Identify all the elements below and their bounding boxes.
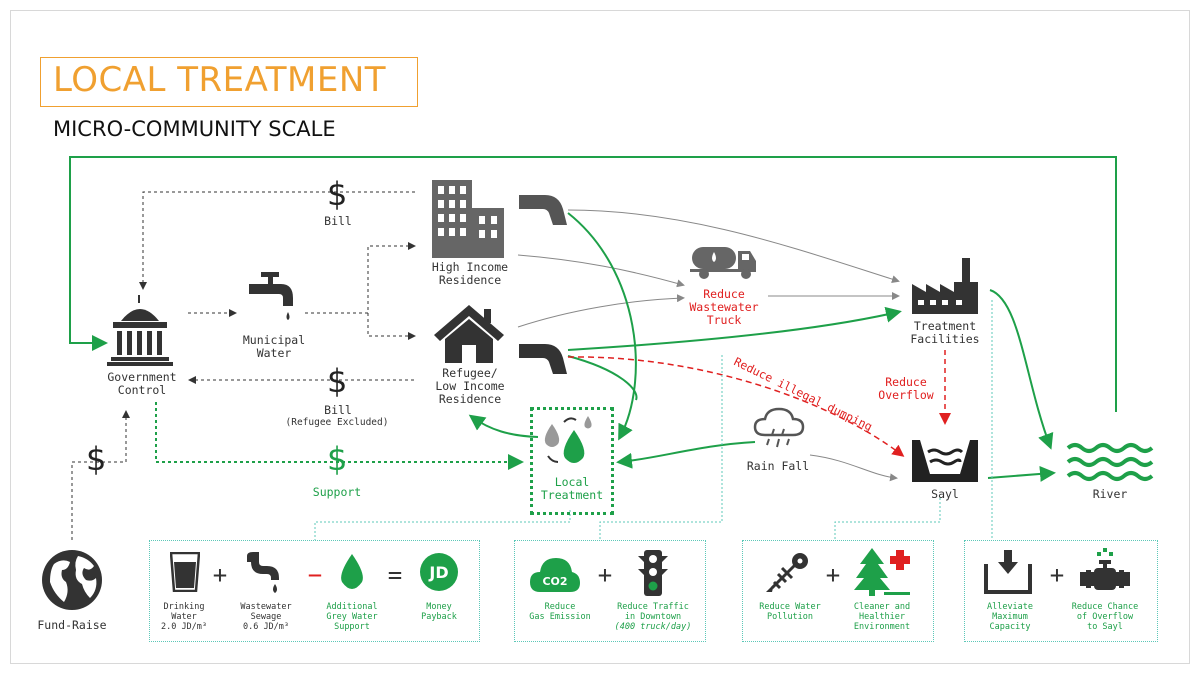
office-building-icon	[432, 180, 504, 258]
pipe-icon	[519, 195, 567, 225]
equals-sign: =	[387, 561, 403, 589]
page-subtitle: MICRO-COMMUNITY SCALE	[53, 117, 336, 141]
fund-raise-label: Fund-Raise	[37, 618, 107, 632]
valve-icon	[1080, 548, 1130, 590]
truck-label: Reduce Wastewater Truck	[689, 287, 759, 327]
cost-panel	[149, 540, 480, 642]
municipal-water-label: Municipal Water	[242, 333, 306, 360]
drinking-water-price: 2.0 JD/m³	[160, 622, 208, 632]
water-pollution-label: Reduce Water Pollution	[759, 602, 821, 622]
traffic-note: (400 truck/day)	[614, 622, 692, 632]
bill-refugee-dollar-icon: $	[327, 362, 348, 400]
plus-sign: +	[212, 561, 228, 589]
svg-text:JD: JD	[428, 563, 448, 582]
high-income-label: High Income Residence	[431, 260, 509, 287]
tanker-truck-icon	[690, 247, 756, 279]
waves-icon	[1066, 443, 1154, 481]
plus-sign: +	[1049, 561, 1065, 589]
government-building-icon	[107, 295, 173, 366]
government-label: Government Control	[107, 370, 177, 397]
sewage-label: Wastewater Sewage	[240, 602, 292, 622]
plus-sign: +	[825, 561, 841, 589]
tree-icon	[854, 548, 910, 596]
pipe-icon	[519, 344, 567, 374]
drinking-water-label: Drinking Water	[163, 602, 205, 622]
environment-panel	[742, 540, 934, 642]
svg-text:CO2: CO2	[542, 575, 567, 588]
globe-icon	[42, 550, 102, 610]
money-payback-label: Money Payback	[421, 602, 457, 622]
rain-fall-label: Rain Fall	[746, 459, 810, 473]
title-box	[40, 57, 418, 107]
water-drops-icon	[544, 416, 592, 463]
bill-refugee-note: (Refugee Excluded)	[285, 417, 389, 428]
river-label: River	[1092, 487, 1128, 501]
grey-water-label: Additional Grey Water Support	[326, 602, 378, 632]
factory-icon	[912, 258, 978, 314]
money-jd-icon: JD	[420, 553, 458, 591]
sewage-pipe-icon	[247, 552, 279, 593]
tank-icon	[984, 550, 1032, 594]
glass-icon	[170, 552, 200, 592]
canal-icon	[912, 440, 978, 482]
co2-cloud-icon: CO2	[530, 558, 580, 592]
reduce-overflow-chance-label: Reduce Chance of Overflow to Sayl	[1071, 602, 1139, 632]
fund-dollar-icon: $	[86, 440, 107, 478]
bill-label: Bill	[324, 214, 352, 228]
support-label: Support	[312, 485, 362, 499]
support-dollar-icon: $	[327, 440, 348, 478]
dead-fish-icon	[766, 553, 808, 592]
faucet-icon	[249, 272, 293, 320]
low-income-label: Refugee/ Low Income Residence	[435, 366, 505, 406]
treatment-facilities-label: Treatment Facilities	[910, 319, 980, 346]
alleviate-capacity-label: Alleviate Maximum Capacity	[986, 602, 1034, 632]
traffic-panel	[514, 540, 706, 642]
reduce-overflow-label: Reduce Overflow	[878, 375, 934, 402]
house-icon	[434, 305, 504, 363]
rain-cloud-icon	[753, 407, 805, 448]
grey-water-drop-icon	[341, 554, 363, 589]
sewage-price: 0.6 JD/m³	[242, 622, 290, 632]
traffic-light-icon	[638, 550, 668, 596]
traffic-label: Reduce Traffic in Downtown	[617, 602, 689, 622]
gas-emission-label: Reduce Gas Emission	[529, 602, 591, 622]
local-treatment-box	[530, 407, 614, 515]
plus-sign: +	[597, 561, 613, 589]
minus-sign: −	[307, 561, 323, 589]
sayl-label: Sayl	[931, 487, 959, 501]
capacity-panel	[964, 540, 1158, 642]
local-treatment-label: Local Treatment	[540, 475, 604, 502]
slide-frame	[10, 10, 1190, 664]
healthier-environment-label: Cleaner and Healthier Environment	[853, 602, 911, 632]
bill-refugee-label: Bill	[324, 403, 352, 417]
bill-dollar-icon: $	[327, 175, 348, 213]
page-title: LOCAL TREATMENT	[53, 60, 387, 100]
